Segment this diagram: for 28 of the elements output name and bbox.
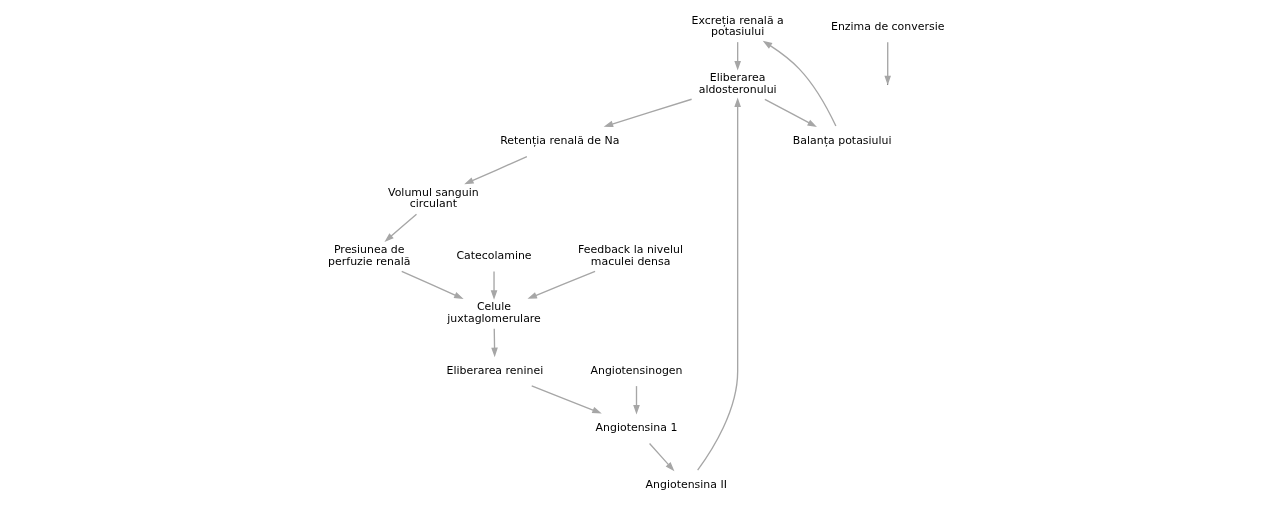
node-text: Retenția renală de Na <box>499 134 619 148</box>
node-text: Excreția renală a potasiului <box>691 13 784 39</box>
arrow <box>490 270 497 300</box>
arrow <box>603 98 692 128</box>
node-text: Celule juxtaglomerulare <box>446 300 541 326</box>
node-text: Presiunea de perfuzie renală <box>327 242 410 268</box>
node-text: Feedback la nivelul maculei densa <box>577 242 683 268</box>
node-text: Volumul sanguin circulant <box>387 185 479 211</box>
arrow <box>490 328 498 358</box>
arrow <box>696 97 741 471</box>
arrow <box>383 213 417 242</box>
node-text: Enzima de conversie <box>830 19 944 33</box>
arrow <box>648 442 674 472</box>
node-text: Angiotensina II <box>645 478 727 492</box>
arrow <box>632 385 640 415</box>
node-text: Catecolamine <box>455 248 532 262</box>
arrow <box>527 270 596 299</box>
arrow <box>530 385 602 414</box>
node-text: Eliberarea aldosteronului <box>698 70 777 96</box>
node-text: Balanța potasiului <box>792 134 892 148</box>
arrow <box>762 40 837 127</box>
arrow <box>400 270 464 299</box>
arrow <box>463 156 528 185</box>
node-text: Eliberarea reninei <box>446 363 543 377</box>
node-text: Angiotensinogen <box>589 363 683 377</box>
arrow <box>733 41 741 71</box>
node-text: Angiotensina 1 <box>595 420 677 434</box>
arrow <box>763 98 817 128</box>
